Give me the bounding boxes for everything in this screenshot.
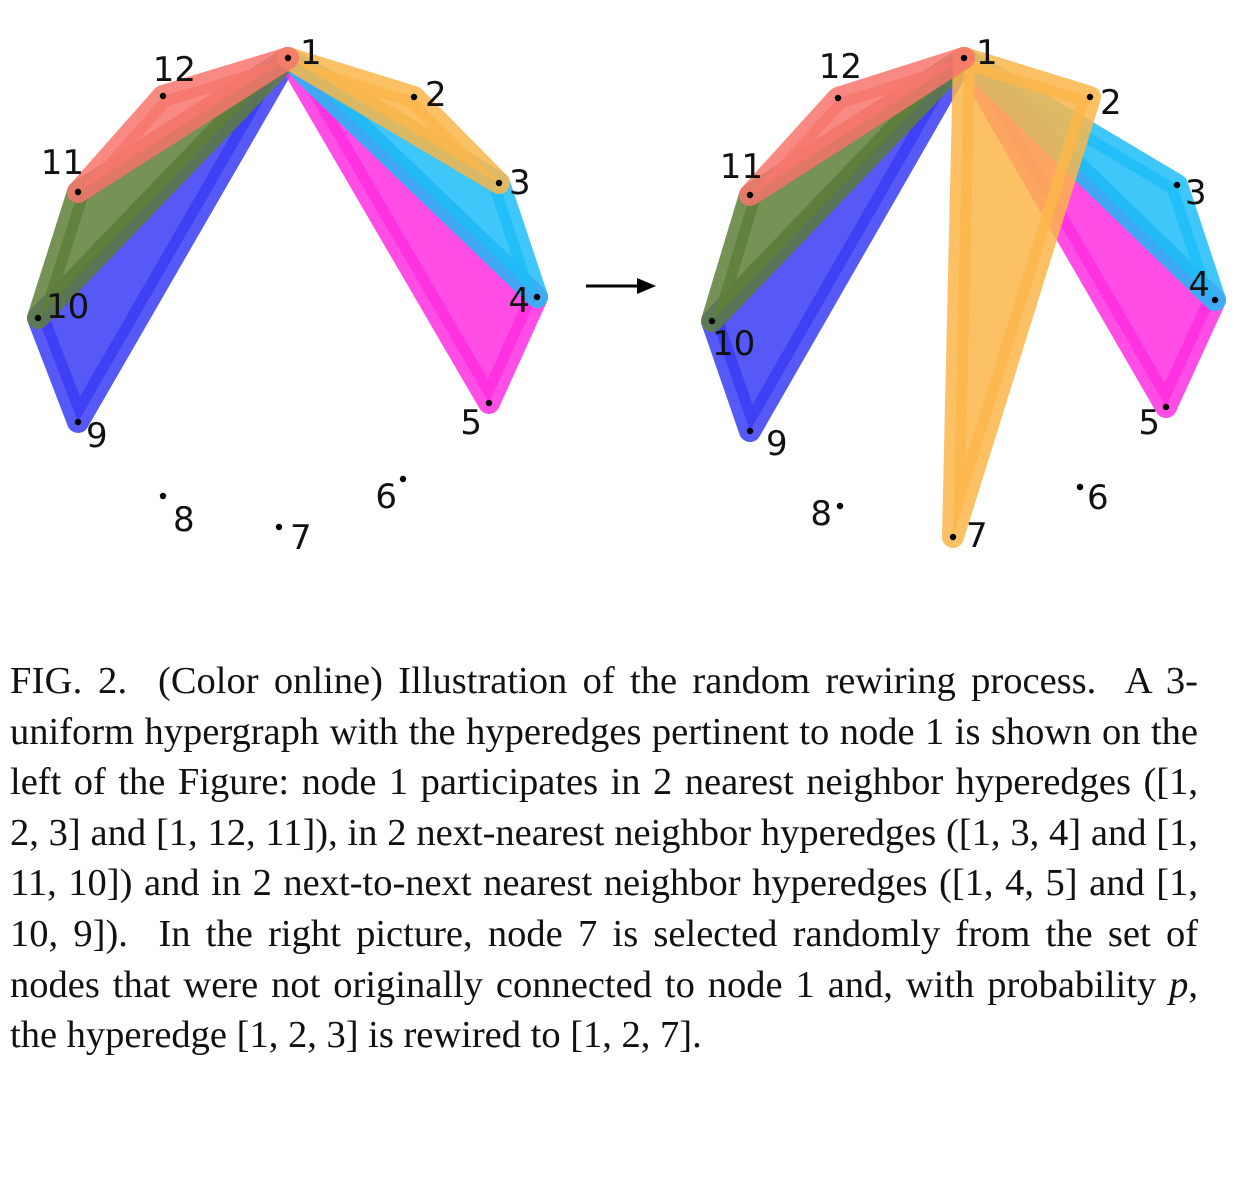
hyperedge-1-12-11	[739, 47, 975, 206]
node-9-dot	[746, 427, 754, 435]
node-9-label: 9	[86, 416, 108, 456]
node-11-label: 11	[720, 147, 763, 187]
node-3-label: 3	[509, 163, 531, 203]
node-12-dot	[159, 92, 167, 100]
node-3-dot	[495, 179, 503, 187]
hyperedge-1-2-3	[277, 47, 510, 194]
node-6-dot	[1076, 483, 1084, 491]
node-11-dot	[74, 188, 82, 196]
node-5-label: 5	[460, 403, 482, 443]
node-6-label: 6	[375, 477, 397, 517]
caption-sentence-1: (Color online) Illustration of the rando…	[158, 660, 1097, 702]
node-3-dot	[1173, 181, 1181, 189]
node-11-label: 11	[41, 143, 84, 183]
caption-sentence-3b: , the hyperedge [1, 2, 3] is rewired to …	[10, 963, 1199, 1057]
node-12-label: 12	[153, 50, 196, 90]
hyperedge-1-2-7	[942, 47, 1101, 548]
node-5-label: 5	[1138, 403, 1160, 443]
node-4-dot	[533, 293, 541, 301]
caption-figure-label: FIG. 2.	[10, 660, 128, 702]
node-12-label: 12	[819, 47, 862, 87]
node-6-dot	[399, 475, 407, 483]
node-10-label: 10	[46, 287, 89, 327]
node-2-label: 2	[425, 75, 447, 115]
rewiring-arrow	[586, 278, 656, 294]
node-1-label: 1	[976, 33, 998, 73]
node-3-label: 3	[1185, 173, 1207, 213]
node-1-dot	[960, 54, 968, 62]
node-10-label: 10	[712, 324, 755, 364]
node-8-label: 8	[173, 500, 195, 540]
node-7-dot	[949, 533, 957, 541]
node-2-dot	[410, 93, 418, 101]
node-2-dot	[1086, 93, 1094, 101]
node-4-label: 4	[1188, 265, 1210, 305]
figure-caption: FIG. 2. (Color online) Illustration of t…	[10, 656, 1198, 1061]
node-10-dot	[34, 314, 42, 322]
node-9-dot	[74, 418, 82, 426]
node-9-label: 9	[766, 424, 788, 464]
node-12-dot	[834, 94, 842, 102]
node-6-label: 6	[1087, 478, 1109, 518]
node-5-dot	[1162, 403, 1170, 411]
node-5-dot	[485, 399, 493, 407]
node-7-dot	[275, 523, 283, 531]
node-8-dot	[159, 492, 167, 500]
node-10-dot	[708, 317, 716, 325]
caption-probability-variable: p	[1169, 963, 1189, 1006]
node-2-label: 2	[1100, 83, 1122, 123]
node-7-label: 7	[290, 518, 312, 558]
node-1-dot	[284, 54, 292, 62]
caption-sentence-3a: In the right picture, node 7 is se­lecte…	[10, 912, 1199, 1006]
node-1-label: 1	[300, 33, 322, 73]
node-4-label: 4	[508, 281, 530, 321]
node-8-dot	[836, 502, 844, 510]
node-8-label: 8	[810, 494, 832, 534]
node-11-dot	[746, 191, 754, 199]
node-4-dot	[1211, 296, 1219, 304]
caption-sentence-2: A 3-uniform hypergraph with the hyperedg…	[10, 660, 1198, 955]
node-7-label: 7	[966, 516, 988, 556]
hyperedge-1-12-11	[67, 47, 299, 203]
